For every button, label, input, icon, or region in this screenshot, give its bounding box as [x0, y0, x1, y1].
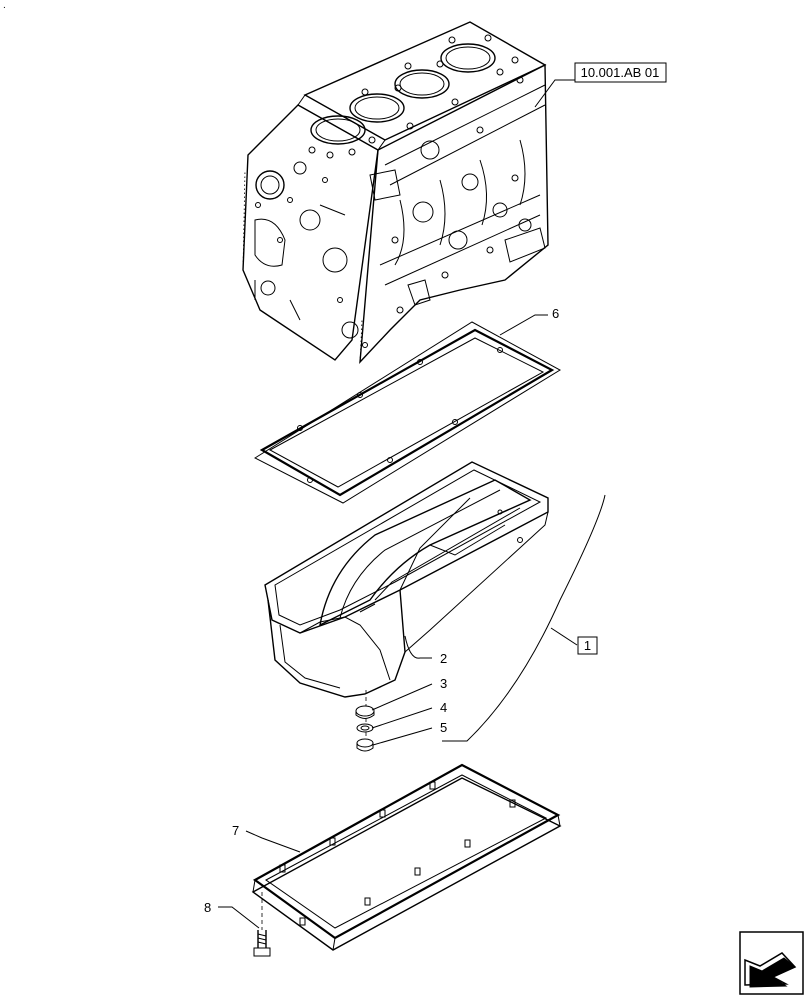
callout-7[interactable]: 7 — [232, 823, 239, 838]
upper-gasket-drawing — [253, 321, 561, 504]
callout-6[interactable]: 6 — [552, 306, 559, 321]
assembly-box-frame — [577, 636, 598, 655]
callout-2[interactable]: 2 — [440, 651, 447, 666]
callout-4[interactable]: 4 — [440, 700, 447, 715]
lower-frame-drawing — [251, 763, 562, 951]
assembly-label[interactable]: 1 — [584, 638, 591, 653]
bolt-drawing — [253, 892, 271, 957]
corner-mark: . — [3, 0, 6, 11]
oil-pan-drawing — [264, 461, 549, 698]
reference-label[interactable]: 10.001.AB 01 — [581, 65, 660, 80]
reference-box-frame — [574, 62, 667, 83]
drain-plug-parts-drawing — [355, 690, 375, 752]
next-page-arrow-icon[interactable] — [739, 931, 804, 995]
engine-block-drawing — [242, 21, 549, 364]
callout-8[interactable]: 8 — [204, 900, 211, 915]
leader-lines — [218, 79, 606, 929]
callout-5[interactable]: 5 — [440, 720, 447, 735]
callout-3[interactable]: 3 — [440, 676, 447, 691]
